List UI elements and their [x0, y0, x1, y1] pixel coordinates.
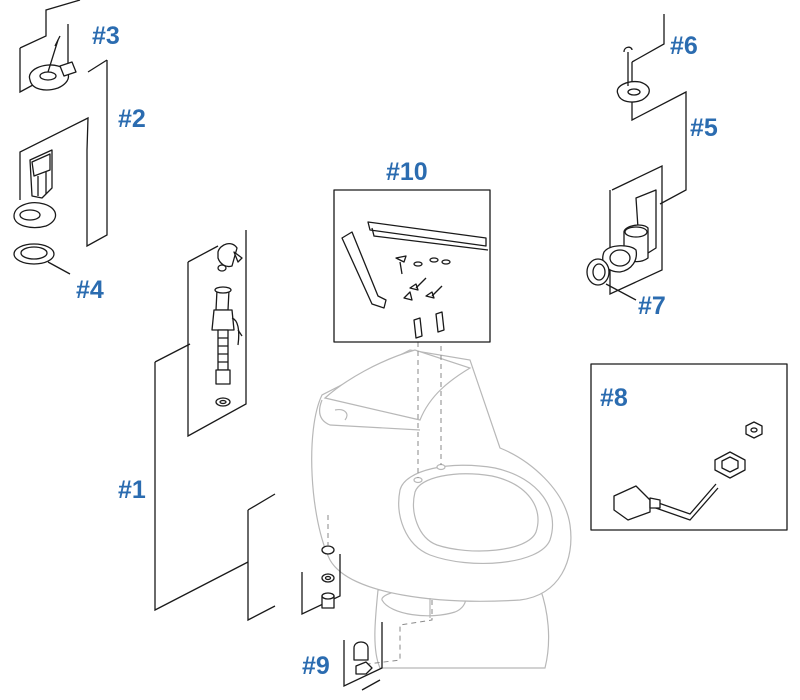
part-6-chain-flapper: [616, 46, 650, 103]
part-2-flush-valve: [13, 59, 108, 248]
callout-9: #9: [302, 652, 330, 680]
callout-3: #3: [92, 22, 120, 50]
callout-8: #8: [600, 384, 628, 412]
callout-2: #2: [118, 105, 146, 133]
part-1-fill-valve-group: [154, 230, 276, 622]
part-10-tank-bolts-box: [333, 189, 491, 343]
callout-labels: #1 #2 #3 #4 #5 #6 #7 #8 #9 #10: [76, 22, 718, 680]
part-7-gasket: [586, 258, 637, 301]
part-9-bolt-kit: [301, 545, 383, 691]
callout-4: #4: [76, 276, 104, 304]
toilet-body-outline: [311, 349, 572, 669]
callout-5: #5: [690, 114, 718, 142]
part-8-trip-lever-box: [590, 363, 788, 531]
callout-7: #7: [638, 292, 666, 320]
callout-10: #10: [386, 158, 428, 186]
callout-6: #6: [670, 32, 698, 60]
part-4-seal: [13, 243, 71, 275]
callout-1: #1: [118, 476, 146, 504]
alignment-dashes: [327, 328, 442, 665]
part-3-flapper: [19, 0, 81, 94]
part-5-flush-valve: [602, 14, 687, 296]
